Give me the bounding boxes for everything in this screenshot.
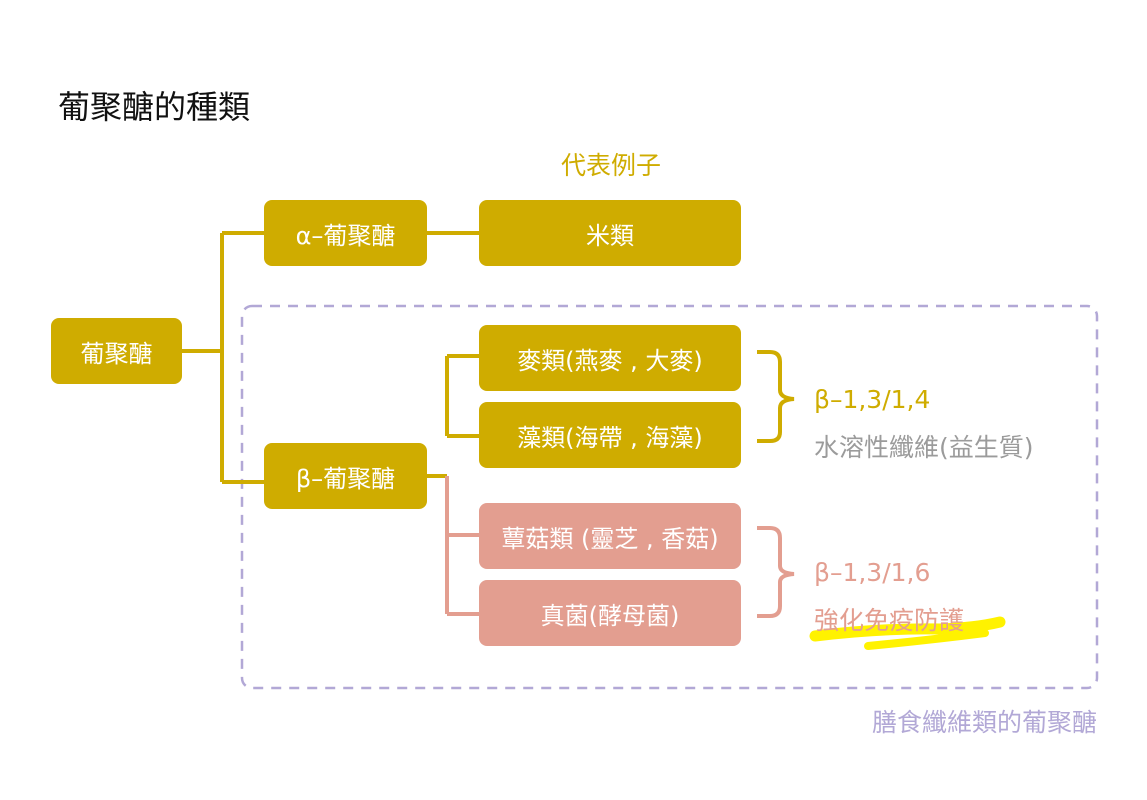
highlight-stroke-2: [864, 629, 989, 650]
fiber-group-label: 膳食纖維類的葡聚醣: [871, 708, 1097, 737]
root-box: 葡聚醣: [51, 318, 182, 384]
highlight-stroke: [809, 616, 1006, 642]
fiber-group-border: [240, 304, 1099, 690]
beta-example-box: 麥類(燕麥 , 大麥): [479, 325, 741, 391]
beta-example-box: 真菌(酵母菌): [479, 580, 741, 646]
beta-example-label: 真菌(酵母菌): [540, 601, 680, 630]
alpha-example-label: 米類: [586, 221, 634, 250]
page-title: 葡聚醣的種類: [58, 88, 251, 126]
beta-example-label: 蕈菇類 (靈芝 , 香菇): [501, 524, 719, 553]
beta-example-label: 藻類(海帶 , 海藻): [517, 423, 703, 452]
group1-benefit: 水溶性纖維(益生質): [814, 433, 1034, 462]
alpha-glucan-box: α–葡聚醣: [264, 200, 427, 266]
beta-glucan-box: β–葡聚醣: [264, 443, 427, 509]
beta-example-box: 藻類(海帶 , 海藻): [479, 402, 741, 468]
alpha-glucan-label: α–葡聚醣: [295, 221, 396, 250]
examples-header: 代表例子: [560, 151, 661, 180]
group2-linkage: β–1,3/1,6: [814, 558, 931, 587]
beta-example-label: 麥類(燕麥 , 大麥): [517, 346, 703, 375]
beta-example-box: 蕈菇類 (靈芝 , 香菇): [479, 503, 741, 569]
group1-linkage: β–1,3/1,4: [814, 385, 931, 414]
alpha-example-box: 米類: [479, 200, 741, 266]
beta-glucan-label: β–葡聚醣: [295, 464, 396, 493]
group2-benefit: 強化免疫防護: [814, 606, 965, 635]
root-label: 葡聚醣: [80, 339, 153, 368]
